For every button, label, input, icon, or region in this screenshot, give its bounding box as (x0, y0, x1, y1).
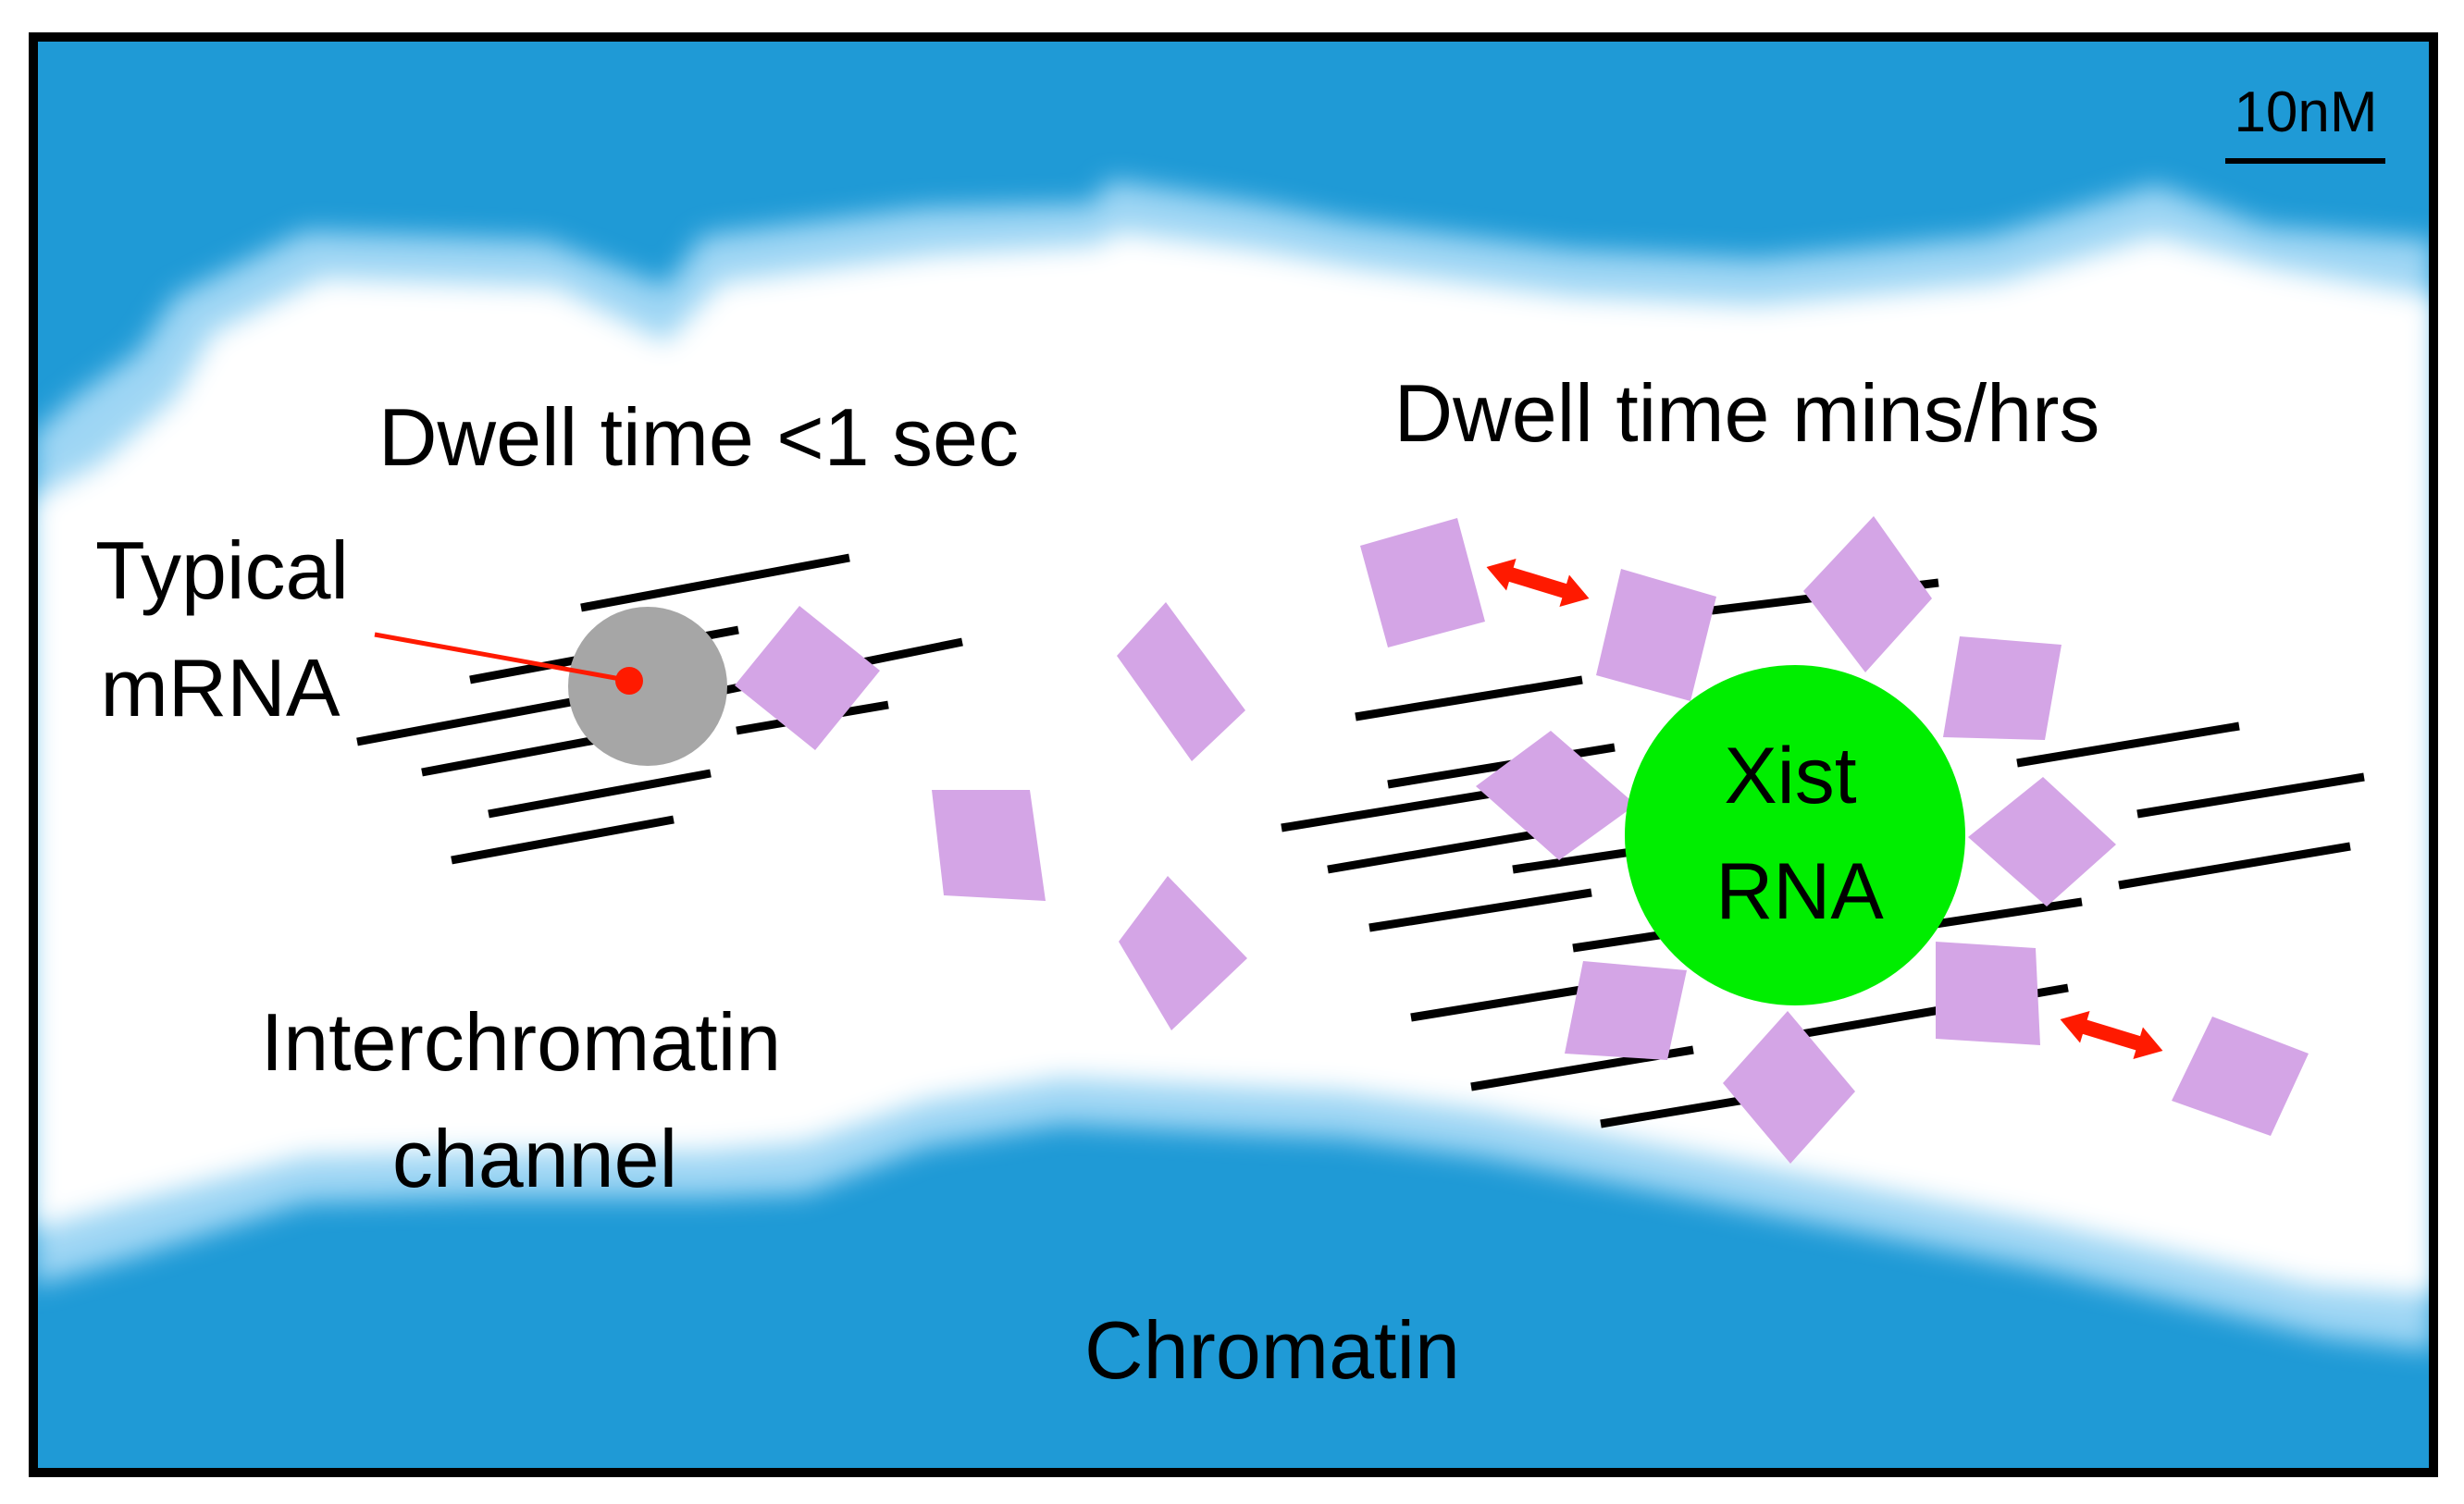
typical-mrna-label-line1: Typical (95, 524, 349, 616)
protein-square-icon (1968, 777, 2116, 906)
dwell-time-short-label: Dwell time <1 sec (378, 391, 1019, 483)
dna-strand-icon (1368, 888, 1592, 932)
dna-strand-icon (2118, 842, 2351, 890)
right-dna-strands (1281, 578, 2365, 1128)
double-headed-arrow-icon (2060, 1011, 2163, 1059)
typical-mrna-circle (568, 607, 727, 766)
protein-square-icon (2172, 1017, 2309, 1136)
protein-square-icon (1596, 569, 1716, 701)
protein-square-icon (1117, 602, 1245, 761)
protein-square-icon (1943, 636, 2062, 740)
xist-rna-label-line1: Xist (1724, 732, 1856, 820)
dna-strand-icon (1355, 675, 1583, 721)
typical-mrna-label-line2: mRNA (100, 642, 340, 734)
dna-strand-icon (1281, 786, 1509, 832)
dna-strand-icon (2136, 772, 2365, 819)
protein-square-icon (932, 790, 1046, 901)
chromatin-label: Chromatin (1084, 1304, 1460, 1396)
free-proteins (735, 602, 1247, 1030)
dna-strand-icon (451, 815, 675, 865)
typical-mrna-pointer-dot (615, 667, 643, 695)
protein-square-icon (1476, 731, 1636, 860)
dna-strand-icon (1512, 846, 1639, 874)
xist-rna-label-line2: RNA (1715, 847, 1884, 936)
bound-proteins (1360, 516, 2309, 1164)
dwell-time-long-label: Dwell time mins/hrs (1394, 367, 2100, 459)
protein-square-icon (735, 606, 880, 750)
protein-square-icon (1936, 942, 2040, 1045)
typical-mrna-pointer (374, 632, 626, 683)
xist-rna-circle (1625, 665, 1965, 1005)
dna-strand-icon (580, 553, 850, 612)
scale-bar-label: 10nM (2234, 80, 2377, 144)
interchromatin-label-line2: channel (392, 1113, 677, 1204)
protein-square-icon (1565, 961, 1687, 1060)
dna-strand-icon (488, 769, 712, 819)
double-headed-arrow-icon (1486, 559, 1590, 607)
exchange-arrows (1486, 559, 2163, 1059)
dna-strand-icon (1572, 930, 1666, 953)
dna-strand-icon (2016, 721, 2240, 768)
protein-square-icon (1803, 516, 1932, 672)
frame-border (29, 32, 2438, 1477)
protein-square-icon (1723, 1011, 1855, 1164)
dna-strand-icon (1928, 897, 2083, 930)
protein-square-icon (1119, 876, 1247, 1030)
interchromatin-label-line1: Interchromatin (261, 996, 781, 1088)
protein-square-icon (1360, 518, 1485, 647)
